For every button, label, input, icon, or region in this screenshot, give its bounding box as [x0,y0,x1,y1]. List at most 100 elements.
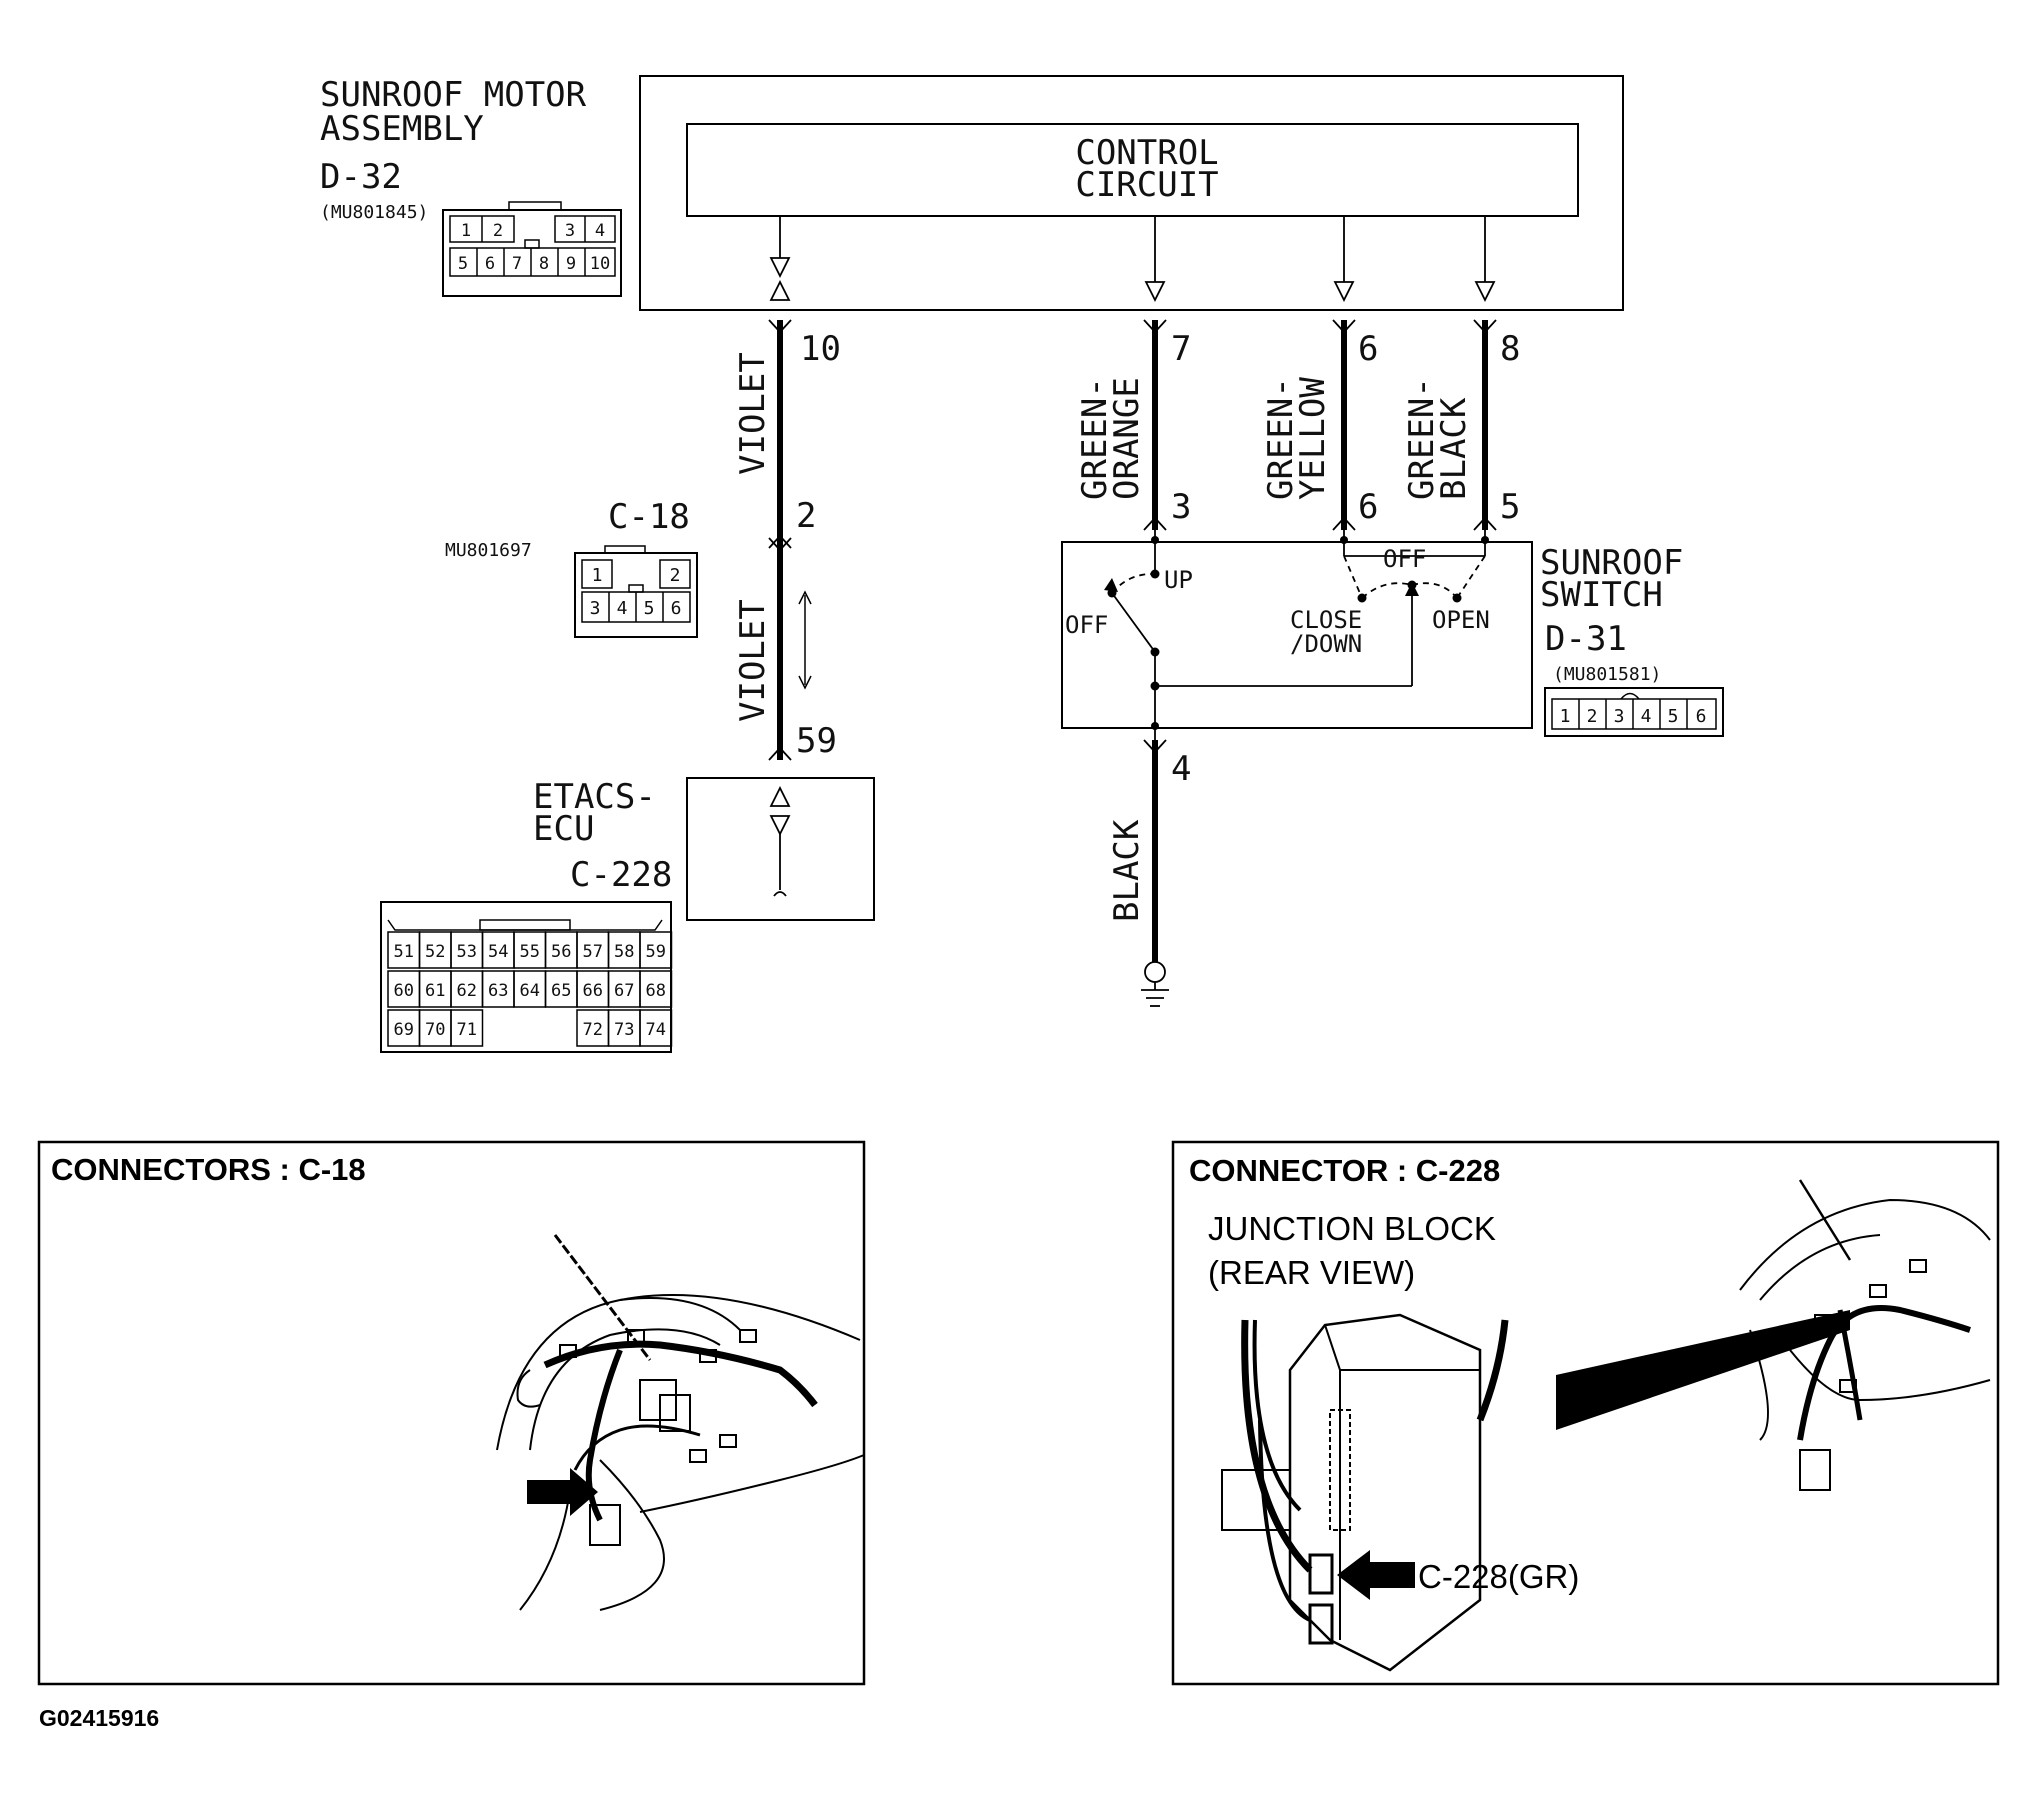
motor-internal-leads [769,216,1496,303]
green-black-wire: GREEN- BLACK 8 5 [1402,319,1520,531]
c18-pin-label: 1 [592,565,603,586]
c228-zoom-wedge [1556,1310,1850,1430]
etacs-title-line2: ECU [533,809,594,849]
violet-wire: VIOLET VIOLET 10 2 59 [733,319,841,761]
switch-label-open: OPEN [1432,606,1490,634]
wire-color-label: GREEN- [1075,377,1115,500]
d32-pin-label: 7 [512,254,522,274]
switch-connector-id: D-31 [1545,619,1627,659]
d31-pin-label: 4 [1641,706,1652,727]
d32-pin-label: 3 [565,221,575,241]
c228-pin-label: 66 [583,981,603,1001]
c228-pin-label: 63 [488,981,508,1001]
c18-pin-label: 3 [590,598,601,619]
c18-pointer-arrow [527,1468,598,1516]
rear-view-label: (REAR VIEW) [1208,1254,1415,1291]
c228-pin-label: 70 [425,1020,445,1040]
wire-color-label: GREEN- [1402,377,1442,500]
d31-pin-label: 5 [1668,706,1679,727]
sunroof-motor-assembly: SUNROOF MOTOR ASSEMBLY D-32 (MU801845) 1… [320,75,1624,311]
green-yellow-wire: GREEN- YELLOW 6 6 [1261,319,1378,531]
d32-pin-label: 10 [590,254,610,274]
d31-pin-label: 1 [1560,706,1571,727]
control-circuit-label-2: CIRCUIT [1075,165,1218,205]
switch-label-down: /DOWN [1290,630,1362,658]
c228-pin-label: 62 [457,981,477,1001]
c228-pin-label: 73 [614,1020,634,1040]
c228-pin-label: 65 [551,981,571,1001]
c228-pin-cell [639,1009,673,1047]
switch-label-close: CLOSE [1290,606,1362,634]
c228-pin-label: 52 [425,942,445,962]
d32-pin-label: 1 [461,221,471,241]
d32-pin-label: 6 [485,254,495,274]
wire-color-label: BLACK [1434,397,1474,500]
switch-part-number: (MU801581) [1553,664,1661,685]
switch-label-off: OFF [1383,545,1426,573]
green-orange-wire: GREEN- ORANGE 7 3 [1075,319,1191,531]
junction-block-label: JUNCTION BLOCK [1208,1210,1496,1247]
etacs-title-line1: ETACS- [533,777,656,817]
wire-color-label: ORANGE [1107,377,1147,500]
switch-title-line1: SUNROOF [1540,543,1683,583]
c228-callout: C-228(GR) [1418,1558,1579,1595]
motor-connector-id: D-32 [320,157,402,197]
motor-assembly-box [639,75,1624,311]
motor-title-line2: ASSEMBLY [320,109,484,149]
c18-pin-label: 4 [617,598,628,619]
control-circuit-box [686,123,1579,217]
switch-box [1061,541,1533,729]
pin-number-4: 4 [1171,749,1191,789]
ground-symbol [1141,961,1169,1007]
panel-connectors-c18: CONNECTORS : C-18 [37,1140,866,1686]
black-wire-label: BLACK [1107,819,1147,922]
c228-pin-cell [450,1009,484,1047]
panel-connector-c228: CONNECTOR : C-228 JUNCTION BLOCK (REAR V… [1171,1140,2000,1686]
pin-number-59: 59 [796,721,837,761]
sunroof-switch: SUNROOF SWITCH D-31 (MU801581) [1061,530,1724,740]
c18-pin-label: 5 [644,598,655,619]
violet-label-upper: VIOLET [733,352,773,475]
c228-pin-label: 67 [614,981,634,1001]
pin-number-8: 8 [1500,329,1520,369]
pin-number-10: 10 [800,329,841,369]
panel-left-title: CONNECTORS : C-18 [51,1152,366,1187]
c228-pin-cell [639,970,673,1008]
pin-number-7: 7 [1171,329,1191,369]
black-ground-wire: BLACK 4 [1107,739,1191,1007]
c18-location-illustration [496,1234,865,1611]
d32-pin-label: 9 [566,254,576,274]
d32-connector-face: 1 2 3 4 5 6 7 8 9 10 [442,201,622,297]
panel-right-title: CONNECTOR : C-228 [1189,1153,1500,1188]
c228-pin-label: 64 [520,981,540,1001]
switch-title-line2: SWITCH [1540,575,1663,615]
d31-pin-label: 3 [1614,706,1625,727]
etacs-box [686,777,875,921]
c228-pin-label: 57 [583,942,603,962]
c18-connector-id: C-18 [608,497,690,537]
c228-pin-label: 61 [425,981,445,1001]
switch-label-up: UP [1164,566,1193,594]
figure-id: G02415916 [39,1705,159,1731]
c228-pin-label: 53 [457,942,477,962]
d31-pin-label: 6 [1696,706,1707,727]
c18-part-number: MU801697 [445,540,532,561]
wire-color-label: YELLOW [1293,377,1333,500]
c228-pin-label: 55 [520,942,540,962]
c228-pointer-arrow [1337,1550,1415,1600]
wire-color-label: GREEN- [1261,377,1301,500]
pin-number-6: 6 [1358,329,1378,369]
d32-pin-label: 8 [539,254,549,274]
motor-part-number: (MU801845) [320,202,428,223]
c228-pin-label: 56 [551,942,571,962]
c228-pin-label: 72 [583,1020,603,1040]
c228-pin-label: 51 [394,942,414,962]
harness-wires: VIOLET VIOLET 10 2 59 GREEN- ORANGE 7 3 … [733,319,1520,1007]
pin-number-5: 5 [1500,487,1520,527]
pin-number-6: 6 [1358,487,1378,527]
c18-pin-label: 2 [670,565,681,586]
